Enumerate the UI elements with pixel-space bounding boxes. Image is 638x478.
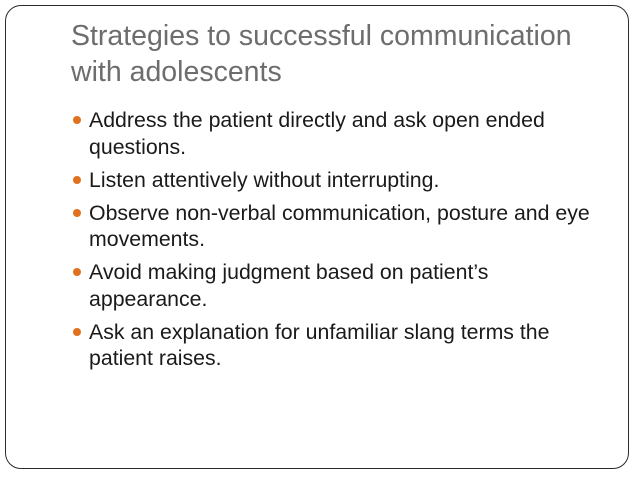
circle-bullet-icon: [73, 327, 81, 336]
circle-bullet-icon: [73, 175, 81, 184]
circle-bullet-icon: [73, 268, 81, 276]
bullet-item: Listen attentively without interrupting.: [72, 167, 602, 194]
bullet-text: Observe non-verbal communication, postur…: [89, 200, 590, 252]
slide-frame: [5, 5, 629, 469]
slide-title: Strategies to successful communication w…: [71, 20, 572, 88]
bullet-item: Observe non-verbal communication, postur…: [72, 200, 602, 253]
bullet-text: Listen attentively without interrupting.: [89, 167, 440, 192]
bullet-item: Avoid making judgment based on patient’s…: [72, 259, 602, 312]
bullet-text: Ask an explanation for unfamiliar slang …: [89, 319, 550, 371]
circle-bullet-icon: [73, 116, 81, 124]
circle-bullet-icon: [73, 208, 81, 217]
bullet-text: Address the patient directly and ask ope…: [89, 108, 545, 159]
bullet-item: Ask an explanation for unfamiliar slang …: [72, 319, 602, 372]
bullet-list: Address the patient directly and ask ope…: [72, 107, 602, 378]
bullet-text: Avoid making judgment based on patient’s…: [89, 260, 489, 311]
bullet-item: Address the patient directly and ask ope…: [72, 107, 602, 160]
